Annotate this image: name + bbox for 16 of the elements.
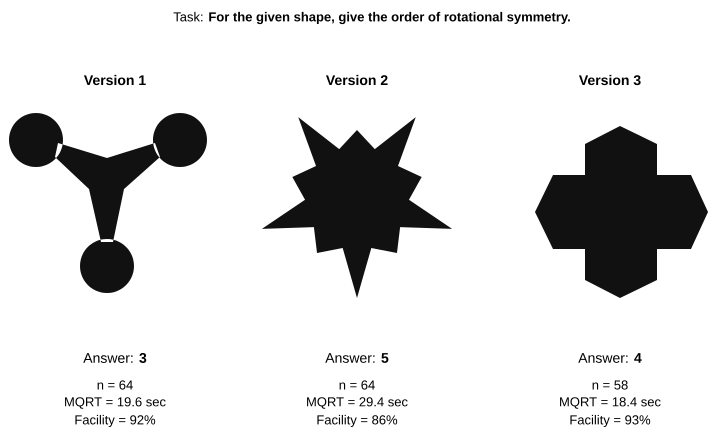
statistic-text: Facility = 92% [75, 414, 156, 428]
statistic-text: MQRT = 19.6 sec [65, 397, 166, 409]
version-heading: Version 2 [326, 74, 388, 86]
statistic-text: Facility = 86% [317, 414, 398, 428]
version-heading: Version 3 [578, 74, 641, 86]
task-title: Task: For the given shape, give the order of rotational symmetry. [174, 12, 570, 24]
statistic-text: MQRT = 18.4 sec [560, 397, 661, 409]
statistic-text: MQRT = 29.4 sec [307, 397, 408, 409]
answer-text: Answer: 3 [83, 353, 146, 363]
statistic-text: n = 64 [340, 380, 375, 390]
statistic-text: n = 64 [98, 380, 133, 390]
statistic-text: Facility = 93% [570, 414, 650, 428]
version-heading: Version 1 [84, 74, 146, 86]
answer-text: Answer: 5 [325, 353, 388, 363]
statistic-text: n = 58 [592, 380, 628, 390]
answer-text: Answer: 4 [578, 353, 642, 363]
